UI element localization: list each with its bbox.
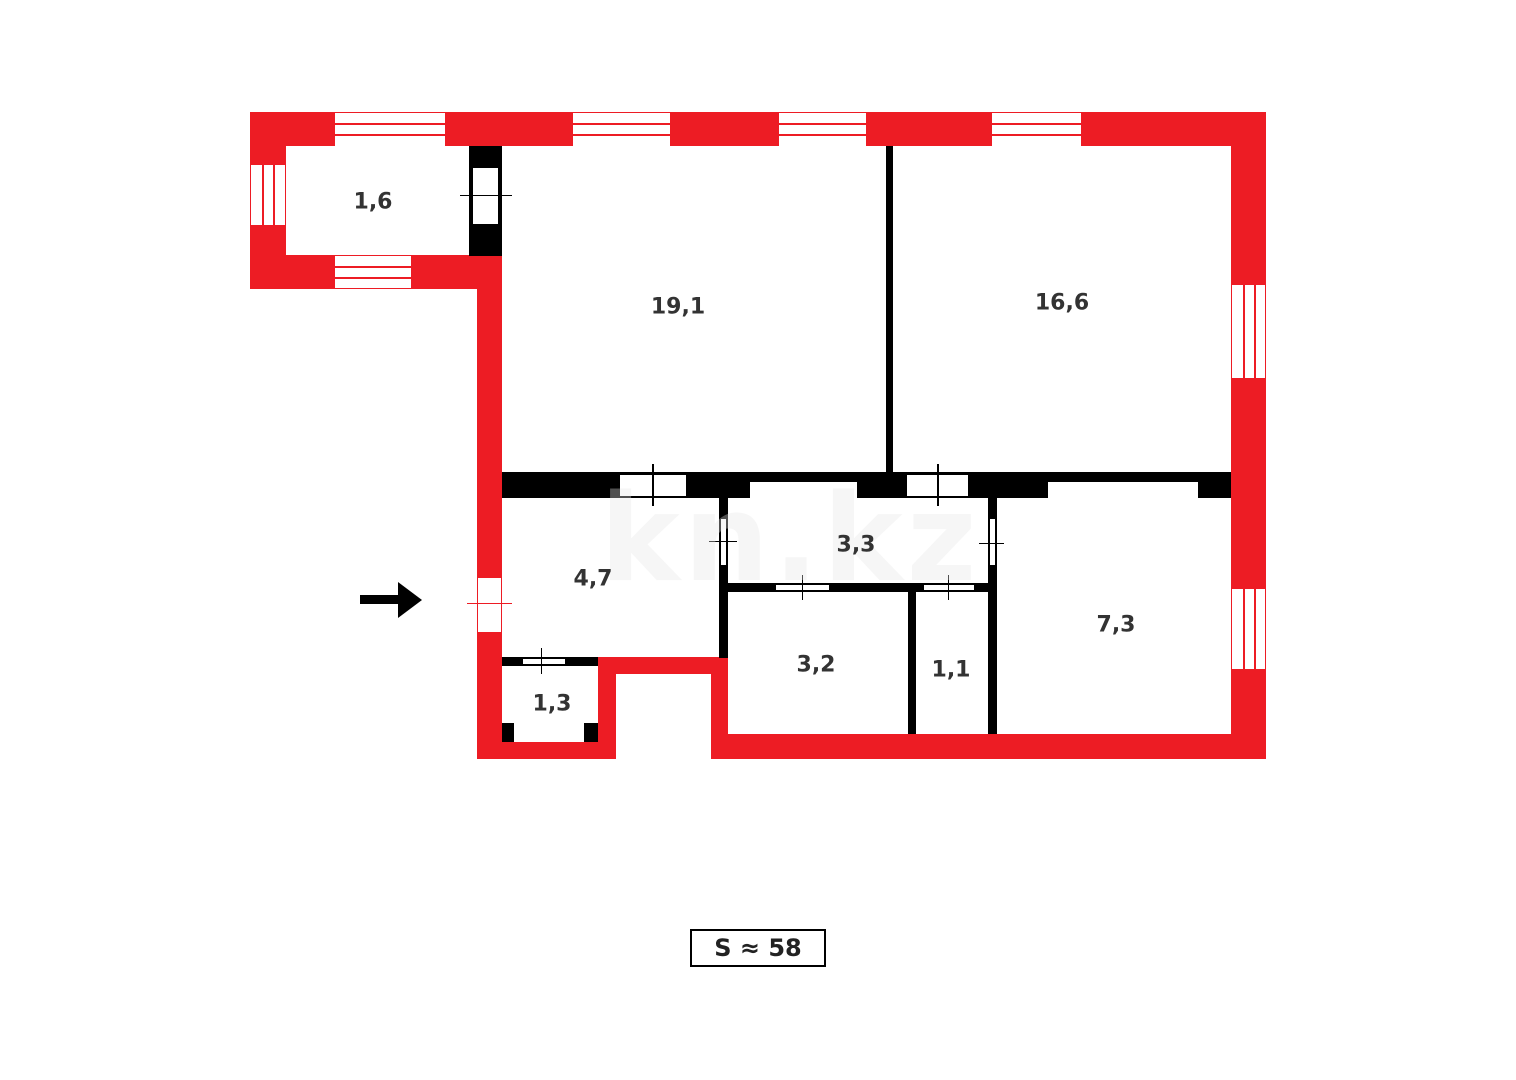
window — [1232, 589, 1265, 669]
notch-wall-right — [711, 657, 728, 759]
room-area-storage: 1,3 — [532, 691, 572, 717]
door-tick — [802, 575, 803, 600]
partition — [908, 592, 916, 734]
door-tick — [541, 648, 542, 674]
room-area-left: 19,1 — [650, 294, 706, 320]
room-area-balcony: 1,6 — [353, 189, 393, 215]
total-area-badge: S ≈ 58 — [690, 929, 826, 967]
door-tick — [937, 464, 939, 506]
corridor-door[interactable] — [720, 518, 727, 566]
notch-wall-left — [598, 657, 616, 759]
room-area-hall: 4,7 — [573, 566, 613, 592]
partition — [719, 498, 728, 658]
partition — [970, 472, 1048, 498]
window — [1232, 285, 1265, 378]
door-tick — [948, 575, 949, 600]
outer-wall-left — [477, 255, 502, 759]
storage-door[interactable] — [522, 658, 566, 665]
window — [779, 113, 866, 146]
partition — [1198, 472, 1231, 498]
window — [251, 165, 285, 225]
room-area-bathroom: 3,2 — [796, 652, 836, 678]
partition — [988, 498, 997, 734]
watermark: kn.kz — [600, 470, 981, 609]
door-tick — [460, 195, 512, 196]
partition — [584, 723, 598, 742]
room-area-toilet: 1,1 — [931, 657, 971, 683]
toilet-door[interactable] — [923, 584, 975, 591]
entrance-door[interactable] — [477, 577, 502, 633]
outer-wall-bottom-right — [711, 734, 1266, 759]
door-tick — [979, 543, 1004, 544]
room-area-right: 16,6 — [1034, 290, 1090, 316]
balcony-door[interactable] — [472, 167, 499, 225]
window — [335, 256, 411, 288]
notch-wall-top — [598, 657, 728, 674]
kitchen-door[interactable] — [989, 518, 996, 566]
window — [573, 113, 670, 146]
entrance-door-tick — [467, 603, 512, 604]
room-area-corridor: 3,3 — [836, 532, 876, 558]
partition — [886, 146, 893, 474]
partition — [719, 583, 997, 592]
storage-wall-bottom — [477, 742, 616, 759]
room-area-kitchen: 7,3 — [1096, 612, 1136, 638]
notch-interior — [616, 674, 711, 759]
partition — [502, 723, 514, 742]
window — [335, 113, 445, 146]
window — [992, 113, 1081, 146]
arrow-right-icon — [360, 582, 424, 618]
door-tick — [652, 464, 654, 506]
door-tick — [709, 541, 737, 542]
